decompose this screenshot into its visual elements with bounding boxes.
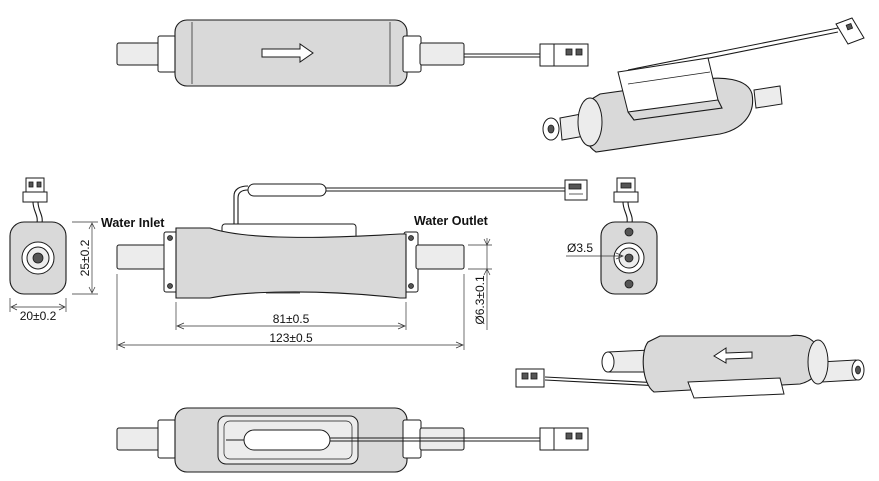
end-view-right: Ø3.5 <box>566 177 658 295</box>
iso-view-top <box>542 17 865 153</box>
connector-icon <box>22 177 48 203</box>
connector-icon <box>564 179 588 201</box>
top-view <box>116 19 589 87</box>
dimension-width: 20±0.2 <box>20 309 57 323</box>
flow-arrow-left-icon <box>713 347 753 364</box>
dimension-total-length: 123±0.5 <box>269 331 313 345</box>
water-inlet-label: Water Inlet <box>101 216 165 230</box>
connector-icon <box>515 368 545 388</box>
flow-arrow-right-icon <box>261 43 314 63</box>
bottom-view <box>116 407 589 473</box>
water-outlet-label: Water Outlet <box>414 214 489 228</box>
connector-icon <box>539 43 589 67</box>
front-view: Water Inlet Water Outlet 81±0.5 123±0.5 … <box>101 179 588 350</box>
dimension-height: 25±0.2 <box>78 239 92 276</box>
dimension-body-length: 81±0.5 <box>273 312 310 326</box>
connector-icon <box>539 427 589 451</box>
connector-icon <box>613 177 639 203</box>
end-view-left: 25±0.2 20±0.2 <box>9 177 98 323</box>
iso-view-bottom <box>515 334 865 399</box>
dimension-pipe-diameter: Ø6.3±0.1 <box>473 275 487 325</box>
dimension-hole-diameter: Ø3.5 <box>567 241 593 255</box>
connector-icon <box>835 17 865 45</box>
